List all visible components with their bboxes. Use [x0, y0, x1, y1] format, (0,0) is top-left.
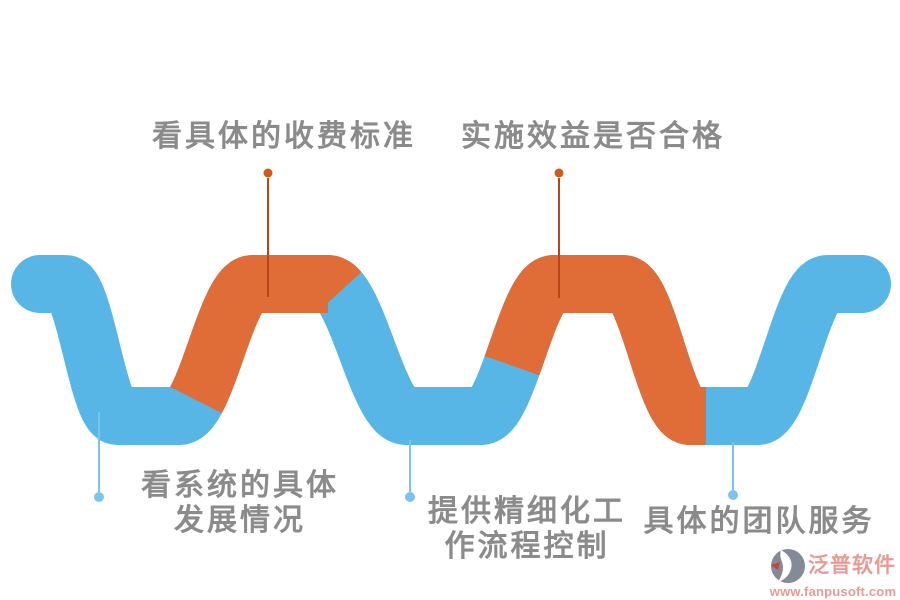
label-line-1: 提供精细化工: [428, 495, 626, 528]
label-team-service: 具体的团队服务: [643, 505, 875, 538]
label-line-2: 作流程控制: [444, 530, 610, 563]
label-benefit-qualified: 实施效益是否合格: [461, 120, 725, 153]
label-line-1: 看系统的具体: [141, 469, 339, 502]
fanpu-logo-icon: [771, 549, 805, 583]
wave-ribbon-orange-segment-2: [484, 255, 733, 445]
logo-url[interactable]: www.fanpusoft.com: [769, 584, 897, 599]
label-fee-standard: 看具体的收费标准: [152, 120, 416, 153]
logo-swoosh: [778, 550, 792, 582]
callout-dot-fee-standard: [263, 168, 273, 178]
callout-dot-benefit-qualified: [554, 168, 564, 178]
label-workflow-control: 提供精细化工 作流程控制: [428, 494, 626, 564]
fanpu-logo[interactable]: 泛普软件 www.fanpusoft.com: [763, 548, 900, 598]
label-line-2: 发展情况: [174, 504, 306, 537]
wave-ribbon-blue: [11, 255, 891, 445]
callout-dot-system-development: [94, 492, 104, 502]
callout-dot-team-service: [728, 490, 738, 500]
logo-name: 泛普软件: [808, 554, 896, 577]
logo-red-wedge: [771, 562, 780, 570]
wave-ribbon-orange-segment-1: [170, 255, 366, 424]
label-system-development: 看系统的具体 发展情况: [141, 468, 339, 538]
callout-dot-workflow-control: [405, 492, 415, 502]
